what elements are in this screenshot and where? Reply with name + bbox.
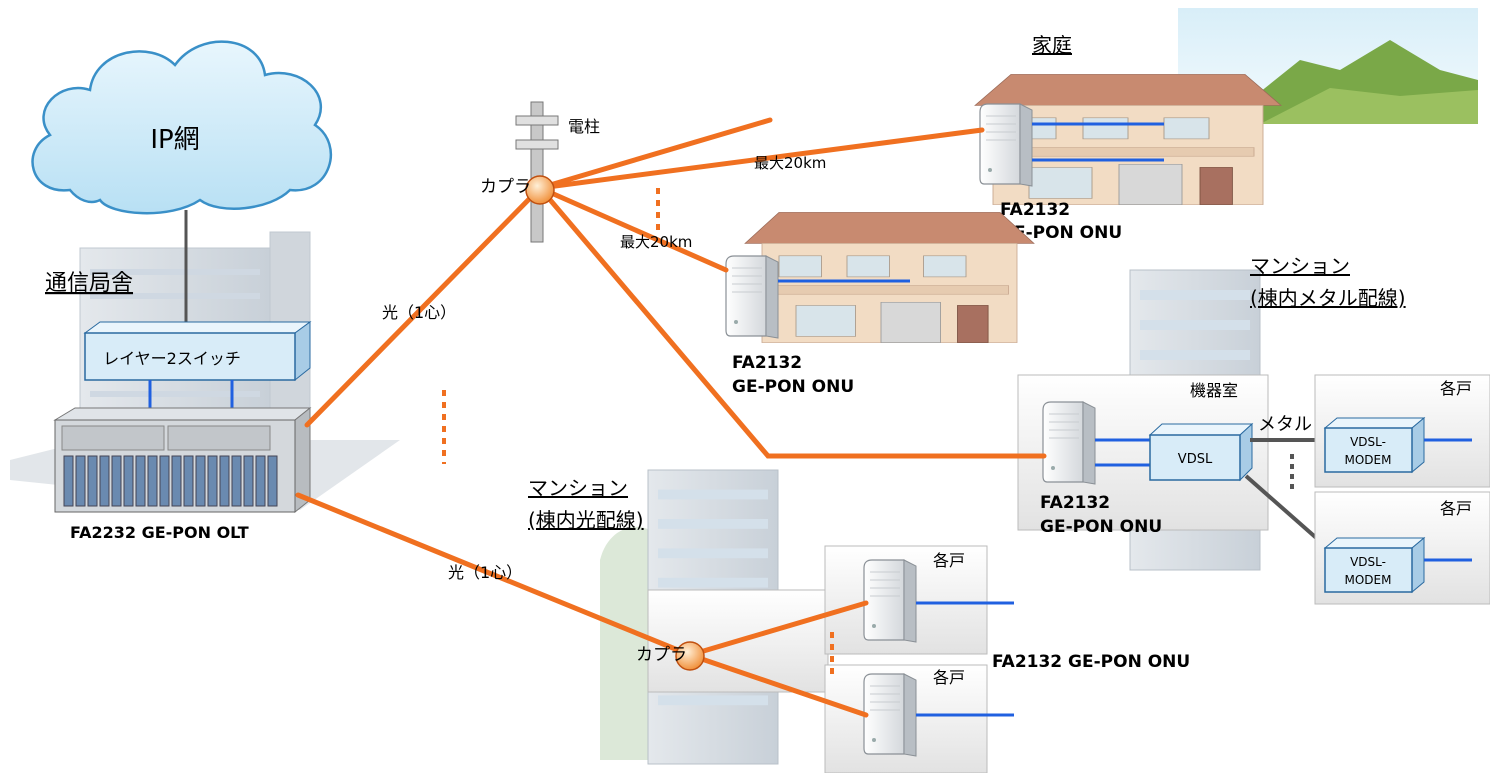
fiber-olt-to-pole xyxy=(304,185,543,428)
fiber-pole-spare xyxy=(537,117,773,191)
mansion-coupler-label: カプラ xyxy=(636,645,687,665)
utility-pole xyxy=(515,101,559,243)
fiber-pole-to-mansion-metal xyxy=(537,185,1047,459)
switch-label: レイヤー2スイッチ xyxy=(103,349,241,368)
equipment-room-label: 機器室 xyxy=(1190,381,1238,400)
pole-coupler-label: カプラ xyxy=(480,177,531,197)
home-2-onu-line1: FA2132 xyxy=(732,353,802,373)
unit-label-metal-2: 各戸 xyxy=(1440,499,1472,518)
home-2-house xyxy=(744,211,1035,344)
mansion-metal-title-2: (棟内メタル配線) xyxy=(1250,286,1406,310)
vdsl-modem-2: VDSL- MODEM xyxy=(1323,536,1426,594)
mansion-coupler xyxy=(675,641,705,671)
vdsl-label: VDSL xyxy=(1178,452,1213,467)
fiber-onu-2 xyxy=(863,673,917,757)
olt-chassis xyxy=(53,406,312,514)
mansion-fiber-title-2: (棟内光配線) xyxy=(528,508,644,532)
fiber-pole-to-home2 xyxy=(537,185,729,273)
unit-label-metal-1: 各戸 xyxy=(1440,379,1472,398)
modem-2-line2: MODEM xyxy=(1345,573,1392,587)
mansion-fiber-title-1: マンション xyxy=(528,476,628,500)
modem-1-line2: MODEM xyxy=(1345,453,1392,467)
home-2-onu-line2: GE-PON ONU xyxy=(732,377,854,397)
mansion-fiber-tower xyxy=(600,469,779,765)
fiber-coupler-to-onu2 xyxy=(687,652,869,718)
fiber-lower-label: 光（1心） xyxy=(448,563,522,582)
layer2-switch: レイヤー2スイッチ xyxy=(83,321,312,382)
max-distance-label-2: 最大20km xyxy=(620,233,692,251)
fiber-onu-1 xyxy=(863,559,917,643)
mansion-metal-title-1: マンション xyxy=(1250,254,1350,278)
unit-label-fiber-1: 各戸 xyxy=(933,551,965,570)
office-title: 通信局舎 xyxy=(45,271,133,296)
mansion-metal-onu-line2: GE-PON ONU xyxy=(1040,517,1162,537)
ip-network-cloud: IP網 xyxy=(31,40,332,215)
home-1-onu-line1: FA2132 xyxy=(1000,200,1070,220)
modem-2-line1: VDSL- xyxy=(1350,555,1386,569)
olt-label: FA2232 GE-PON OLT xyxy=(70,523,249,542)
fiber-onu-label: FA2132 GE-PON ONU xyxy=(992,652,1190,672)
home-1-onu xyxy=(979,103,1033,187)
fiber-coupler-to-onu1 xyxy=(687,600,869,658)
cloud-label: IP網 xyxy=(150,125,199,155)
mansion-metal-onu xyxy=(1042,401,1096,485)
fiber-pole-to-home1 xyxy=(537,127,985,191)
home-2-onu xyxy=(725,255,779,339)
pole-label: 電柱 xyxy=(568,117,600,136)
home-1-onu-line2: GE-PON ONU xyxy=(1000,223,1122,243)
fiber-olt-to-mansion xyxy=(295,492,693,658)
modem-1-line1: VDSL- xyxy=(1350,435,1386,449)
mansion-metal-onu-line1: FA2132 xyxy=(1040,493,1110,513)
vdsl-modem-1: VDSL- MODEM xyxy=(1323,416,1426,474)
home-1-title: 家庭 xyxy=(1032,33,1072,57)
unit-label-fiber-2: 各戸 xyxy=(933,668,965,687)
fiber-upper-label: 光（1心） xyxy=(382,303,456,322)
vdsl-unit: VDSL xyxy=(1148,422,1254,482)
metal-label: メタル xyxy=(1258,414,1312,435)
pole-coupler xyxy=(525,175,555,205)
max-distance-label-1: 最大20km xyxy=(754,154,826,172)
